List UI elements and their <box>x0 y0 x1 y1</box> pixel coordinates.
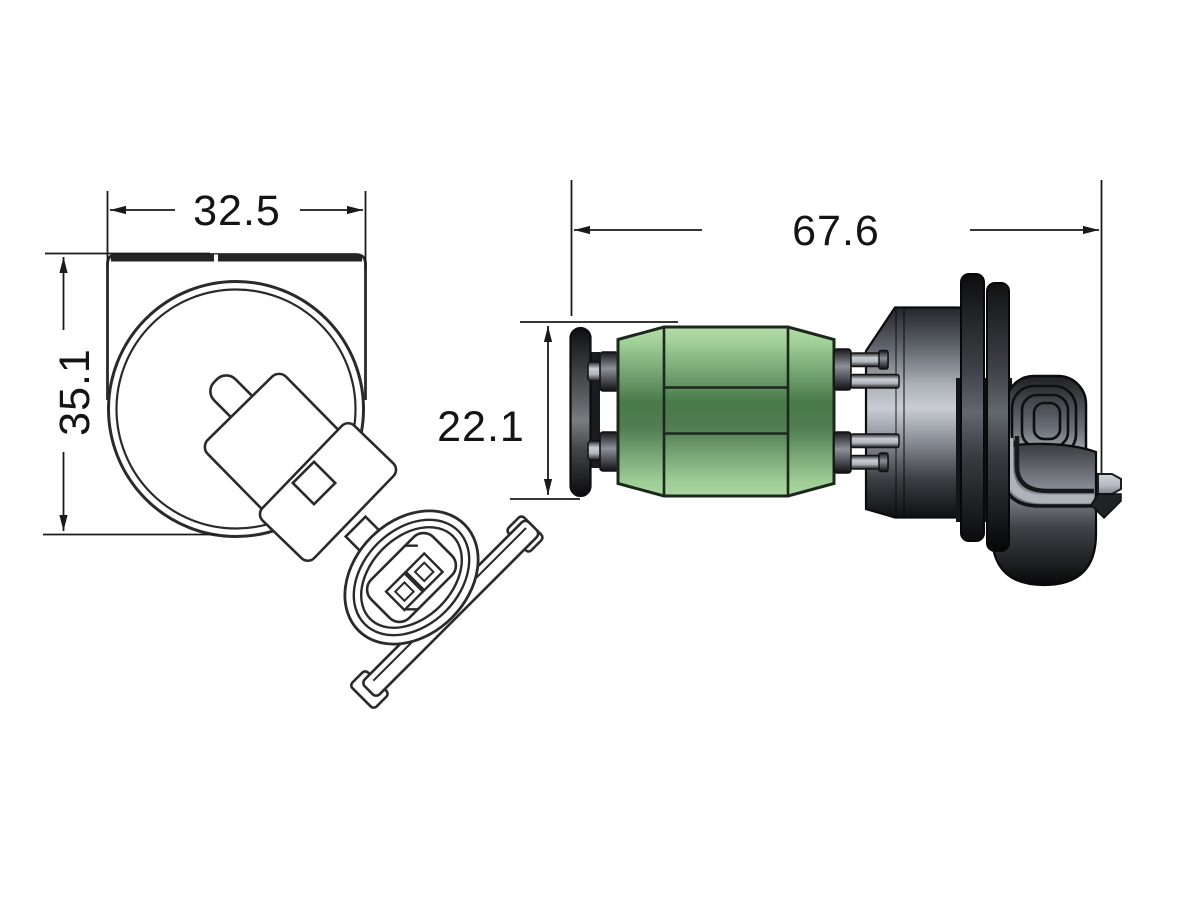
plug-pin-1 <box>384 571 425 612</box>
pin-bottom-b <box>850 433 900 449</box>
plug-pin-2-core <box>413 561 435 583</box>
socket-ring-3 <box>1032 401 1062 441</box>
post-bottom-collar <box>599 431 619 472</box>
front-view-dimensions: 32.5 35.1 <box>43 187 367 536</box>
flange-square-outline <box>106 253 367 400</box>
pin-top-a-cap <box>878 349 889 370</box>
flange-top-edge <box>111 254 362 262</box>
flange-disc-front <box>960 273 985 542</box>
bulb-green-body <box>616 325 836 498</box>
side-body-height-dimension-label: 22.1 <box>437 403 525 451</box>
front-width-dimension-label: 32.5 <box>193 187 281 235</box>
front-lens-disc <box>569 326 592 498</box>
flange-inner-circle <box>115 288 357 530</box>
side-view-dimensions: 67.6 22.1 <box>437 180 1103 500</box>
connector-housing-hole <box>290 459 338 507</box>
latch-tab <box>1097 473 1122 495</box>
plug-oval-ring2 <box>352 518 471 637</box>
pin-block-bottom <box>833 431 852 474</box>
side-view <box>569 273 1122 587</box>
base-cone <box>864 306 965 519</box>
flange-top-edge-notch <box>214 254 218 262</box>
plug-pin-2 <box>404 551 445 592</box>
latch-ramp <box>1090 493 1122 520</box>
flange-outer-circle <box>107 280 365 538</box>
side-length-dimension-label: 67.6 <box>792 207 880 255</box>
shroud-notch-top <box>405 544 418 547</box>
pin-block-top <box>833 348 852 391</box>
plug-oval-assembly <box>343 509 480 646</box>
post-top-collar <box>599 351 619 392</box>
plug-oval-ring3 <box>359 525 464 630</box>
front-height-dimension-label: 35.1 <box>51 348 99 436</box>
flange-disc-rear <box>986 282 1010 552</box>
pin-top-b <box>850 373 900 389</box>
pin-bottom-a-cap <box>878 452 889 473</box>
front-view <box>106 253 544 710</box>
knob-contour-dark-inner <box>1014 436 1094 494</box>
plug-pin-shroud <box>365 531 458 624</box>
shroud-notch-bottom <box>405 608 418 611</box>
plug-pin-1-core <box>393 581 416 603</box>
